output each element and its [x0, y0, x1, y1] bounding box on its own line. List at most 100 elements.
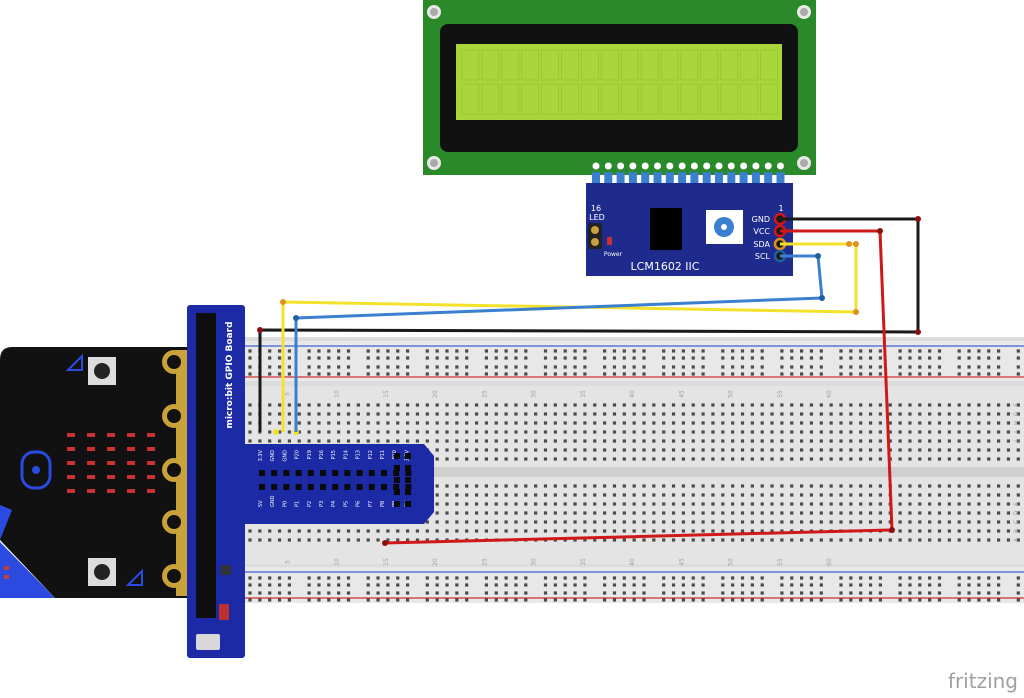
- button-b[interactable]: [88, 558, 116, 586]
- gpio-pin[interactable]: [405, 484, 412, 490]
- gpio-pin[interactable]: [295, 470, 302, 476]
- breadboard-hole: [484, 356, 488, 360]
- breadboard-hole: [1016, 356, 1020, 360]
- breadboard-hole: [445, 448, 449, 452]
- breadboard-hole: [721, 439, 725, 443]
- gpio-pin[interactable]: [381, 484, 387, 490]
- breadboard-hole: [908, 583, 912, 587]
- gpio-header-pin[interactable]: [405, 465, 411, 471]
- led-pixel: [67, 475, 75, 479]
- breadboard-hole: [248, 421, 252, 425]
- gpio-pin[interactable]: [271, 484, 278, 490]
- breadboard-hole: [957, 511, 961, 515]
- lcd-header-pin[interactable]: [614, 159, 628, 173]
- lcd-header-pin[interactable]: [626, 159, 640, 173]
- breadboard-hole: [494, 412, 498, 416]
- breadboard-hole: [997, 372, 1001, 376]
- gpio-pin[interactable]: [344, 484, 351, 490]
- gpio-header-pin[interactable]: [405, 453, 411, 459]
- gpio-pin[interactable]: [381, 470, 387, 476]
- breadboard-hole: [376, 412, 380, 416]
- gpio-pin[interactable]: [307, 484, 314, 490]
- breadboard-hole: [465, 511, 469, 515]
- lcd-header-pin[interactable]: [663, 159, 677, 173]
- breadboard-hole: [642, 403, 646, 407]
- breadboard-hole: [977, 529, 981, 533]
- gpio-pin[interactable]: [368, 470, 375, 476]
- breadboard-hole: [563, 439, 567, 443]
- lcd-header-pin[interactable]: [675, 159, 689, 173]
- gpio-pin[interactable]: [307, 470, 314, 476]
- breadboard-hole: [780, 520, 784, 524]
- gpio-header-pin[interactable]: [405, 501, 411, 507]
- lcd-header-pin[interactable]: [749, 159, 763, 173]
- gpio-header-pin[interactable]: [394, 477, 400, 483]
- gpio-pin[interactable]: [271, 470, 278, 476]
- lcd-header-pin[interactable]: [724, 159, 738, 173]
- breadboard-hole: [435, 511, 439, 515]
- breadboard-hole: [346, 598, 351, 602]
- lcd-header-pin[interactable]: [774, 159, 787, 173]
- lcd-header-pin[interactable]: [589, 159, 603, 173]
- breadboard-hole: [455, 502, 459, 506]
- breadboard-hole: [1016, 529, 1020, 533]
- gpio-pin[interactable]: [295, 484, 302, 490]
- breadboard-hole: [337, 439, 341, 443]
- gpio-pin[interactable]: [332, 470, 339, 476]
- lcd-header-pin[interactable]: [638, 159, 652, 173]
- gpio-pin[interactable]: [320, 484, 326, 490]
- lcd-header-pin[interactable]: [761, 159, 775, 173]
- usb-connector[interactable]: [196, 634, 220, 650]
- gpio-header-pin[interactable]: [394, 465, 400, 471]
- column-number: 10: [334, 390, 341, 398]
- gpio-header-pin[interactable]: [405, 489, 411, 495]
- breadboard-hole: [406, 349, 410, 353]
- gpio-pin[interactable]: [332, 484, 339, 490]
- lcd-header-pin[interactable]: [651, 159, 664, 173]
- led-jumper[interactable]: [588, 223, 602, 249]
- gpio-header-pin[interactable]: [394, 489, 400, 495]
- breadboard-hole: [435, 349, 439, 353]
- breadboard-hole: [425, 538, 429, 542]
- lcd-header-pin[interactable]: [737, 159, 751, 173]
- breadboard-hole: [445, 403, 449, 407]
- gpio-pin[interactable]: [259, 484, 265, 490]
- gpio-bottom-pin-label: P7: [368, 501, 374, 507]
- breadboard-hole: [750, 439, 754, 443]
- gpio-header-pin[interactable]: [405, 477, 411, 483]
- gpio-header-pin[interactable]: [394, 453, 400, 459]
- gpio-pin[interactable]: [393, 470, 400, 476]
- breadboard-hole: [543, 493, 548, 497]
- breadboard-hole: [642, 448, 646, 452]
- breadboard-hole: [366, 430, 370, 434]
- breadboard-hole: [455, 484, 459, 488]
- lcd-header-pin[interactable]: [687, 159, 701, 173]
- gpio-pin[interactable]: [344, 470, 351, 476]
- breadboard-hole: [346, 403, 351, 407]
- breadboard-hole: [435, 421, 439, 425]
- corner-triangle-large-icon: [0, 542, 55, 598]
- breadboard-hole: [918, 448, 922, 452]
- breadboard-hole: [307, 576, 311, 580]
- button-a[interactable]: [88, 357, 116, 385]
- breadboard-hole: [662, 439, 666, 443]
- breadboard-hole: [494, 511, 498, 515]
- gpio-pin[interactable]: [356, 470, 363, 476]
- breadboard-hole: [396, 591, 400, 595]
- gpio-pin[interactable]: [283, 470, 290, 476]
- gpio-pin[interactable]: [405, 470, 412, 476]
- gpio-pin[interactable]: [259, 470, 265, 476]
- gpio-pin[interactable]: [320, 470, 326, 476]
- lcd-header-pin[interactable]: [700, 159, 714, 173]
- gpio-pin[interactable]: [356, 484, 363, 490]
- gpio-pin[interactable]: [368, 484, 375, 490]
- lcd-header-pin[interactable]: [712, 159, 726, 173]
- gpio-header-pin[interactable]: [394, 501, 400, 507]
- breadboard-hole: [1016, 520, 1020, 524]
- lcd-header-pin[interactable]: [601, 159, 615, 173]
- breadboard-hole: [603, 365, 607, 369]
- breadboard-hole: [1006, 430, 1011, 434]
- column-number: 40: [629, 390, 636, 398]
- gpio-pin[interactable]: [283, 484, 290, 490]
- gpio-pin[interactable]: [393, 484, 400, 490]
